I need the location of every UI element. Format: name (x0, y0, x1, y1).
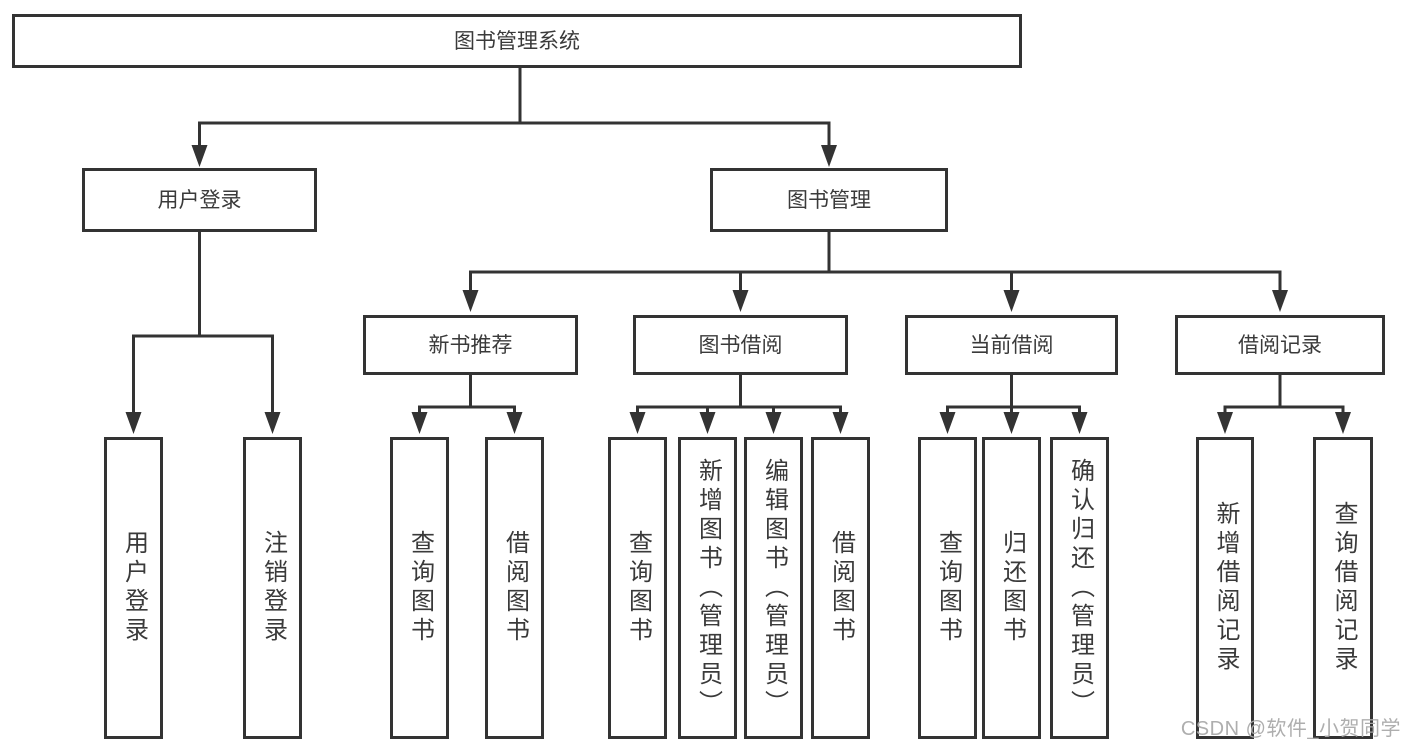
connector-current-borrow-to-leaves (939, 373, 1088, 434)
connector-new-book-recommend-to-leaves (411, 373, 523, 434)
connector-book-borrow-to-leaves (629, 373, 849, 434)
connector-user-login-to-leaves (125, 230, 281, 434)
leaf-query-books-borrow: 查询图书 (608, 437, 667, 739)
node-current-borrow: 当前借阅 (905, 315, 1118, 375)
leaf-confirm-return-admin: 确认归还（管理员） (1050, 437, 1109, 739)
leaf-query-books-recommend: 查询图书 (390, 437, 449, 739)
leaf-add-borrow-record: 新增借阅记录 (1196, 437, 1254, 739)
connector-book-management-to-level2 (462, 230, 1288, 312)
leaf-query-borrow-record: 查询借阅记录 (1313, 437, 1373, 739)
node-book-borrow: 图书借阅 (633, 315, 848, 375)
leaf-add-books-admin: 新增图书（管理员） (678, 437, 737, 739)
node-borrow-records: 借阅记录 (1175, 315, 1385, 375)
connector-borrow-records-to-leaves (1217, 373, 1351, 434)
leaf-borrow-books: 借阅图书 (811, 437, 870, 739)
leaf-user-login: 用户登录 (104, 437, 163, 739)
leaf-logout: 注销登录 (243, 437, 302, 739)
leaf-query-books-current: 查询图书 (918, 437, 977, 739)
node-book-management: 图书管理 (710, 168, 948, 232)
connector-root-to-level1 (191, 66, 837, 167)
leaf-return-books: 归还图书 (982, 437, 1041, 739)
node-root-system: 图书管理系统 (12, 14, 1022, 68)
leaf-edit-books-admin: 编辑图书（管理员） (744, 437, 803, 739)
node-user-login: 用户登录 (82, 168, 317, 232)
leaf-borrow-books-recommend: 借阅图书 (485, 437, 544, 739)
watermark: CSDN @软件_小贺同学 (1180, 718, 1401, 740)
node-new-book-recommend: 新书推荐 (363, 315, 578, 375)
